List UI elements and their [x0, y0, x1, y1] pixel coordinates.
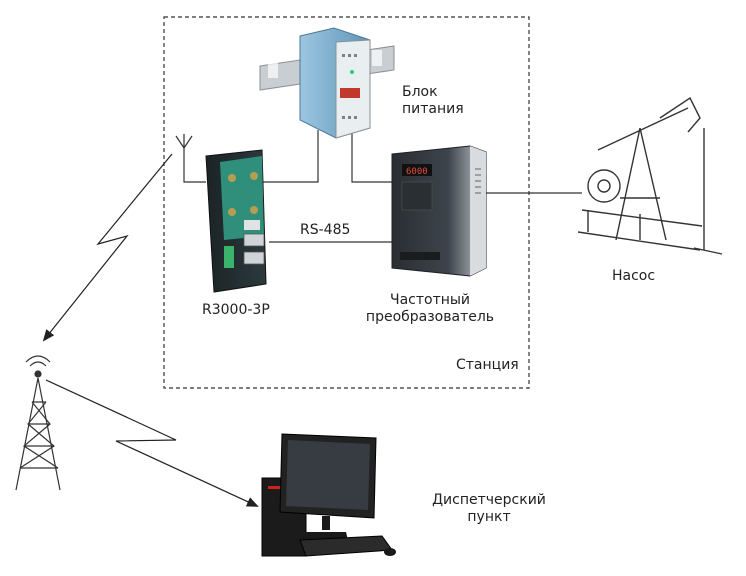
- wireless-link-station-tower: [42, 153, 173, 342]
- rs485-label: RS-485: [300, 222, 351, 238]
- power-supply-label-line1: Блок: [402, 84, 438, 100]
- power-supply-label-line2: питания: [402, 101, 464, 117]
- inverter-label-line1: Частотный: [389, 292, 471, 308]
- radio-tower-icon: [15, 355, 61, 491]
- power-supply-label: Блок питания: [402, 84, 464, 118]
- inverter-label-line2: преобразователь: [365, 309, 495, 325]
- dispatcher-label-line1: Диспетчерский: [432, 492, 546, 508]
- antenna-icon: [175, 134, 193, 149]
- psu-to-router-line: [262, 130, 319, 183]
- pumpjack-icon: [577, 96, 723, 255]
- router-label: R3000-3P: [202, 302, 270, 318]
- dispatcher-label: Диспетчерский пункт: [414, 492, 564, 526]
- frequency-inverter-icon: 6000: [391, 145, 487, 277]
- din-rail-power-supply-icon: [259, 27, 395, 139]
- wireless-link-tower-dispatcher: [45, 379, 259, 507]
- station-label: Станция: [456, 357, 519, 373]
- dispatcher-label-line2: пункт: [467, 509, 511, 525]
- inverter-display: 6000: [406, 167, 428, 177]
- industrial-router-icon: [205, 149, 267, 293]
- inverter-label: Частотный преобразователь: [360, 292, 500, 326]
- workstation-computer-icon: [261, 433, 396, 557]
- pump-label: Насос: [612, 268, 656, 284]
- antenna-feed-line: [183, 148, 206, 183]
- station-boundary: [163, 16, 530, 389]
- psu-to-inverter-line: [351, 130, 392, 183]
